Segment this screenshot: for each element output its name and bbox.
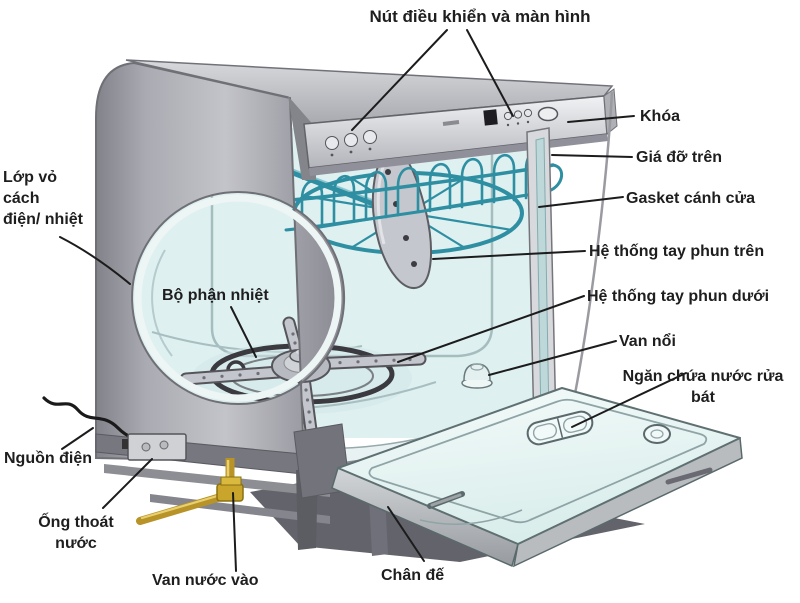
leader-upper-rack [551, 154, 633, 158]
water-inlet [136, 458, 244, 525]
leader-control-right [466, 29, 514, 117]
panel-display [483, 109, 498, 126]
label-heating-element: Bộ phận nhiệt [162, 287, 269, 304]
leader-float-valve [488, 340, 617, 376]
label-base-foot: Chân đế [381, 567, 445, 584]
lower-spray-arm [179, 316, 427, 437]
label-water-inlet: Van nước vào [152, 572, 259, 589]
leader-heater [230, 306, 257, 358]
detergent-dispenser [526, 410, 594, 446]
inlet-valve-body [216, 483, 244, 502]
label-upper-spray: Hệ thống tay phun trên [589, 243, 765, 260]
leader-lower-spray [397, 295, 585, 363]
lock-button [537, 106, 559, 122]
leader-insulation [59, 236, 131, 285]
leader-control-left [351, 29, 448, 131]
rinse-aid-cap [643, 424, 671, 444]
leader-lines [59, 29, 687, 572]
label-detergent-dispenser: Ngăn chứa nước rửa bát [622, 368, 784, 406]
leader-dispenser [571, 372, 687, 428]
float-valve [461, 363, 493, 389]
label-lower-spray: Hệ thống tay phun dưới [587, 288, 770, 305]
label-control-panel: Nút điều khiển và màn hình [369, 7, 591, 26]
label-door-gasket: Gasket cánh cửa [626, 190, 755, 207]
label-insulation: Lớp vỏ cách điện/ nhiệt [3, 169, 83, 228]
leader-gasket [538, 196, 624, 208]
label-float-valve: Van nổi [619, 333, 676, 350]
leader-drain [102, 458, 153, 509]
label-power-source: Nguồn điện [4, 450, 92, 467]
label-lock: Khóa [640, 108, 680, 125]
open-door [331, 387, 743, 568]
power-connection [42, 396, 187, 461]
leader-lock [567, 115, 635, 123]
panel-buttons [325, 106, 559, 157]
control-panel [303, 88, 618, 176]
label-upper-rack: Giá đỡ trên [636, 149, 723, 166]
insulated-shell [95, 61, 346, 464]
door-frame [526, 91, 614, 429]
leader-upper-spray [432, 250, 586, 260]
leader-base [387, 506, 425, 562]
leader-power [61, 427, 94, 450]
junction-box [127, 433, 187, 461]
label-drain-pipe: Ống thoát nước [38, 514, 114, 552]
leader-inlet [232, 492, 237, 572]
